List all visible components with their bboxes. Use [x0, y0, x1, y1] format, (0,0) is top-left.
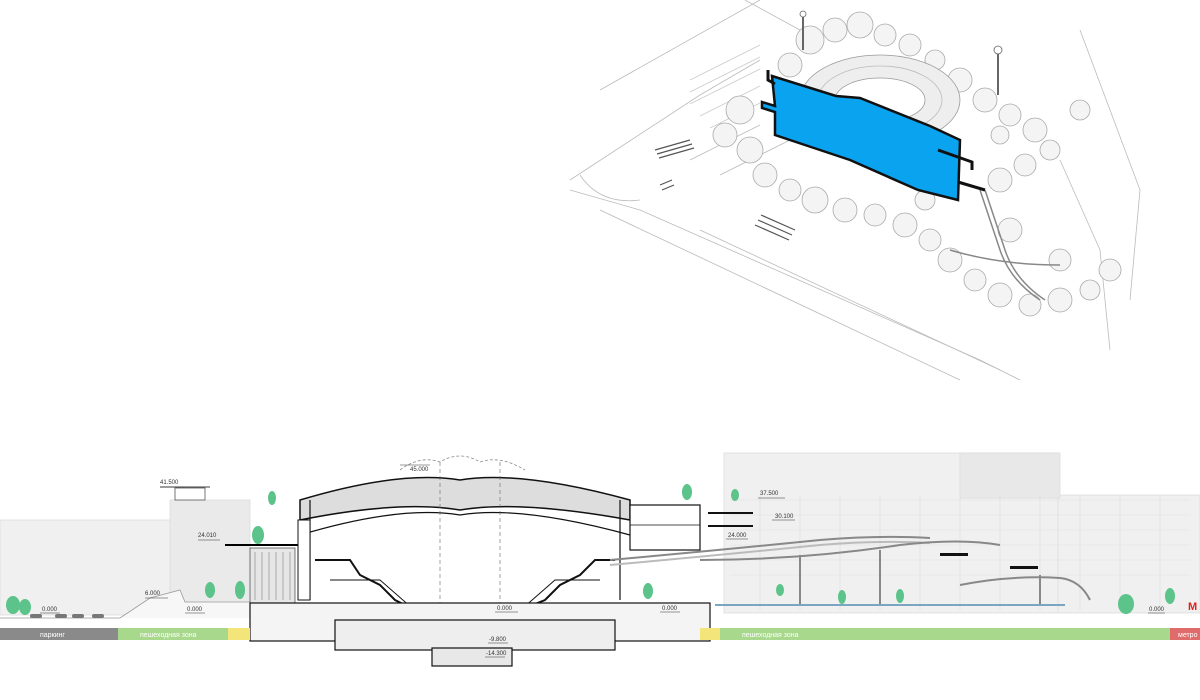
- elevation-markers: [40, 464, 1165, 658]
- section-background-buildings: [0, 452, 1200, 616]
- zone-pedestrian-right: [720, 628, 1170, 640]
- section-trees: [6, 484, 1175, 615]
- zone-parking: [0, 628, 118, 640]
- elev-41500: 41.500: [160, 480, 179, 486]
- metro-mark-icon: М: [1188, 601, 1197, 613]
- zone-label-metro: метро: [1178, 632, 1198, 639]
- section-building-windows: [730, 495, 1190, 610]
- zone-bar: паркинг пешеходная зона пешеходная зона …: [0, 601, 1200, 640]
- plan-masts: [799, 10, 1003, 95]
- elev-minus-14300: -14.300: [486, 651, 507, 657]
- zone-label-ped-right: пешеходная зона: [742, 632, 799, 639]
- zone-label-ped-left: пешеходная зона: [140, 632, 197, 639]
- elev-6000: 6.000: [145, 591, 161, 597]
- zone-label-parking: паркинг: [40, 632, 65, 639]
- elev-0000-right: 0.000: [662, 606, 678, 612]
- plan-tree-canopy: [712, 11, 1122, 317]
- zone-yellow-right: [700, 628, 720, 640]
- zone-pedestrian-left: [118, 628, 228, 640]
- section-drawing: паркинг пешеходная зона пешеходная зона …: [0, 452, 1200, 667]
- section-plane-highlight: [760, 70, 986, 202]
- elev-24000: 24.000: [728, 533, 747, 539]
- elevation-labels: 41.500 45.000 37.500 30.100 24.010 24.00…: [42, 467, 1165, 657]
- section-walkway-slabs: [708, 512, 1038, 569]
- elev-0000-plaza: 0.000: [187, 607, 203, 613]
- elev-0000-left: 0.000: [42, 607, 58, 613]
- plan-crosswalks: [654, 139, 796, 241]
- elev-0000-far: 0.000: [1149, 607, 1165, 613]
- elev-24010: 24.010: [198, 533, 217, 539]
- zone-metro: [1170, 628, 1200, 640]
- elev-45000: 45.000: [410, 467, 429, 473]
- elev-minus-9800: -9.800: [489, 637, 507, 643]
- plan-walkways: [949, 189, 1061, 301]
- section-left-tower: [160, 486, 305, 604]
- axonometric-site-plan: [569, 0, 1141, 381]
- section-walkways: [609, 535, 1091, 605]
- elev-0000-arena: 0.000: [497, 606, 513, 612]
- elev-30100: 30.100: [775, 514, 794, 520]
- section-arena: [249, 455, 711, 667]
- section-cars: [30, 614, 104, 618]
- elev-37500: 37.500: [760, 491, 779, 497]
- zone-yellow-left: [228, 628, 250, 640]
